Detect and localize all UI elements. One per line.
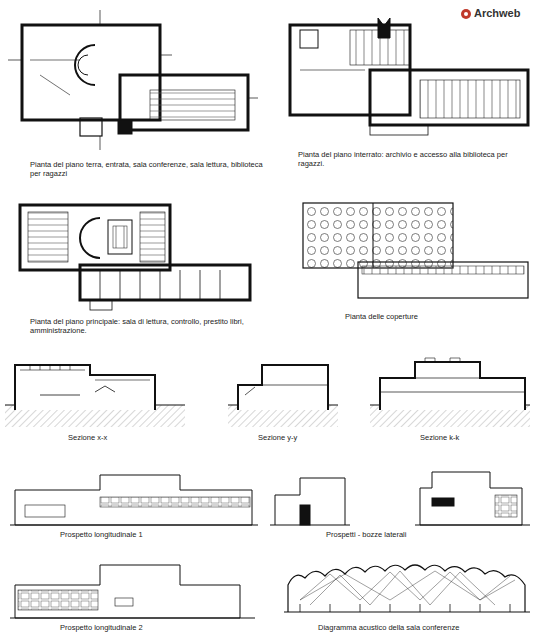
acoustic-diagram <box>284 565 530 612</box>
main-floor-plan <box>20 205 250 310</box>
section-caption: Sezione x-x <box>68 433 158 442</box>
elevation-caption: Prospetto longitudinale 1 <box>60 530 210 539</box>
ground-floor-plan <box>8 10 258 150</box>
elevations <box>10 472 530 618</box>
elevation-caption: Prospetti - bozze laterali <box>326 530 486 539</box>
section-caption: Sezione k-k <box>420 433 490 442</box>
diagram-caption: Diagramma acustico della sala conferenze <box>318 623 528 632</box>
sections <box>5 358 530 427</box>
basement-plan <box>290 18 528 135</box>
roof-plan <box>303 203 528 298</box>
plan-caption: Pianta del piano principale: sala di let… <box>30 317 275 335</box>
section-caption: Sezione y-y <box>258 433 328 442</box>
plan-caption: Pianta delle coperture <box>345 312 475 321</box>
logo-icon <box>461 9 471 19</box>
plan-caption: Pianta del piano terra, entrata, sala co… <box>30 160 265 178</box>
watermark-logo: Archweb <box>474 7 536 20</box>
plan-caption: Pianta del piano interrato: archivio e a… <box>298 150 513 168</box>
elevation-caption: Prospetto longitudinale 2 <box>60 623 210 632</box>
